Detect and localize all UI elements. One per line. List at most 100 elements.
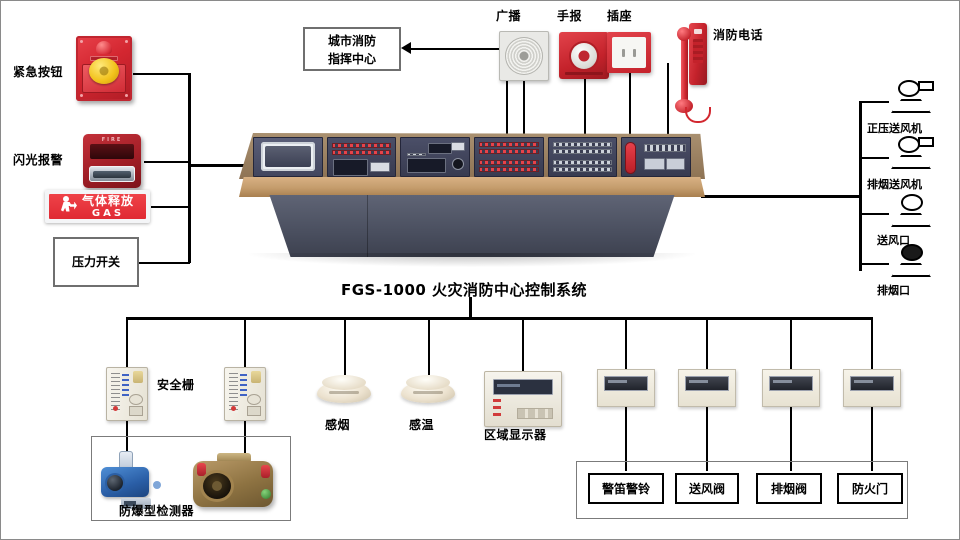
running-person-icon	[60, 195, 77, 218]
console-panel-telephone[interactable]	[621, 137, 692, 177]
wire-air-supply-outlet	[859, 213, 889, 215]
explosion-proof-detector-label: 防爆型检测器	[119, 504, 195, 518]
wire-siren-bell	[625, 405, 627, 471]
siren-bell-label: 警笛警铃	[601, 482, 650, 496]
wire-flash-alarm	[144, 161, 190, 163]
fgs-1000-console[interactable]	[239, 133, 705, 269]
control-module-1[interactable]	[597, 369, 655, 407]
wire-heat-detector	[428, 317, 430, 375]
zone-display-unit[interactable]	[484, 371, 562, 427]
socket-label: 插座	[607, 9, 633, 23]
positive-pressure-fan-label: 正压送风机	[867, 122, 922, 135]
flash-alarm-device[interactable]: FIRE	[83, 134, 141, 188]
smoke-exhaust-valve-box[interactable]: 排烟阀	[756, 473, 822, 504]
safety-barrier-module-1[interactable]	[106, 367, 148, 421]
smoke-exhaust-fan-label: 排烟送风机	[867, 178, 922, 191]
control-module-3[interactable]	[762, 369, 820, 407]
console-shadow	[249, 253, 695, 267]
smoke-exhaust-outlet-icon[interactable]	[889, 243, 935, 277]
wire-bottom-bus	[126, 317, 873, 320]
wire-emergency-button	[133, 73, 190, 75]
pressure-switch-label: 压力开关	[71, 254, 120, 269]
explosion-proof-detector-brown[interactable]	[187, 451, 279, 513]
safety-barrier-module-2[interactable]	[224, 367, 266, 421]
broadcast-speaker[interactable]	[499, 31, 549, 81]
console-handset-icon[interactable]	[626, 143, 636, 173]
gas-release-sign[interactable]: 气体释放 GAS	[45, 190, 150, 223]
wire-gas-sign	[151, 206, 190, 208]
output-devices-group-box	[576, 461, 908, 519]
fire-telephone-label: 消防电话	[713, 28, 764, 42]
wire-console-drop	[469, 297, 472, 319]
socket-outlet[interactable]	[607, 32, 651, 73]
console-desktop-surface	[239, 177, 705, 197]
fire-telephone[interactable]	[675, 23, 713, 123]
arrow-command-center	[401, 42, 411, 54]
city-fire-command-center-box[interactable]: 城市消防 指挥中心	[303, 27, 401, 71]
manual-alarm-bar	[565, 72, 603, 75]
console-panel-crt[interactable]	[253, 137, 323, 177]
wire-console-to-right	[701, 195, 861, 198]
heat-detector[interactable]	[401, 375, 455, 405]
wire-zone-display	[522, 317, 524, 371]
telephone-base	[689, 23, 707, 85]
heat-detector-label: 感温	[409, 418, 435, 432]
telephone-led-icon	[694, 29, 702, 34]
safety-barrier-label: 安全栅	[157, 378, 195, 392]
broadcast-label: 广播	[496, 9, 522, 23]
wire-smoke-detector	[344, 317, 346, 375]
manual-alarm-button-icon[interactable]	[571, 42, 597, 69]
gas-sign-cn-label: 气体释放	[81, 193, 134, 208]
console-panel-row	[253, 137, 692, 177]
wire-left-trunk	[188, 73, 191, 263]
gas-sign-en-label: GAS	[91, 207, 125, 219]
explosion-proof-detector-blue[interactable]	[97, 449, 167, 509]
wire-module-4	[871, 317, 873, 369]
zone-display-buttons[interactable]	[517, 408, 553, 419]
smoke-exhaust-fan-icon[interactable]	[889, 135, 935, 169]
wire-exproof-blue	[126, 421, 128, 459]
emergency-knob-icon[interactable]	[89, 58, 119, 85]
wire-smoke-exhaust-outlet	[859, 263, 889, 265]
control-module-2[interactable]	[678, 369, 736, 407]
wire-telephone	[667, 63, 669, 144]
flash-alarm-text: FIRE	[101, 137, 123, 143]
smoke-detector-label: 感烟	[325, 418, 351, 432]
manual-call-point[interactable]	[559, 32, 609, 79]
gas-sign-inner: 气体释放 GAS	[49, 194, 146, 219]
emergency-button[interactable]	[76, 36, 132, 101]
wire-fire-door	[871, 405, 873, 471]
wire-exproof-brown	[244, 421, 246, 459]
command-center-label-line1: 城市消防	[327, 33, 376, 48]
air-supply-outlet-label: 送风口	[877, 234, 910, 247]
wire-safety-barrier-left	[126, 317, 128, 369]
positive-pressure-fan-icon[interactable]	[889, 79, 935, 113]
emergency-dome-icon	[96, 41, 112, 54]
wire-command-center-drop	[506, 48, 508, 144]
wire-module-1	[625, 317, 627, 369]
siren-bell-box[interactable]: 警笛警铃	[588, 473, 664, 504]
wire-pressure-switch	[139, 262, 190, 264]
telephone-keypad-icon[interactable]	[693, 39, 703, 63]
control-module-4[interactable]	[843, 369, 901, 407]
telephone-handset-icon[interactable]	[675, 27, 693, 113]
pressure-switch-box[interactable]: 压力开关	[53, 237, 139, 287]
console-panel-zone-2[interactable]	[547, 137, 618, 177]
wire-air-supply-valve	[706, 405, 708, 471]
console-panel-fire-alarm[interactable]	[326, 137, 397, 177]
console-panel-control[interactable]	[400, 137, 471, 177]
telephone-cord-icon	[685, 107, 711, 123]
emergency-button-label: 紧急按钮	[13, 65, 64, 79]
wire-command-center	[409, 48, 507, 50]
wire-right-trunk	[859, 101, 862, 271]
crt-screen-icon[interactable]	[260, 141, 315, 172]
fire-door-box[interactable]: 防火门	[837, 473, 903, 504]
air-supply-valve-box[interactable]: 送风阀	[675, 473, 739, 504]
command-center-label-line2: 指挥中心	[327, 51, 376, 66]
console-panel-zone-1[interactable]	[474, 137, 544, 177]
zone-display-screen-icon	[493, 379, 553, 395]
wire-safety-barrier-right	[244, 317, 246, 369]
air-supply-outlet-icon[interactable]	[889, 193, 935, 227]
smoke-detector[interactable]	[317, 375, 371, 405]
